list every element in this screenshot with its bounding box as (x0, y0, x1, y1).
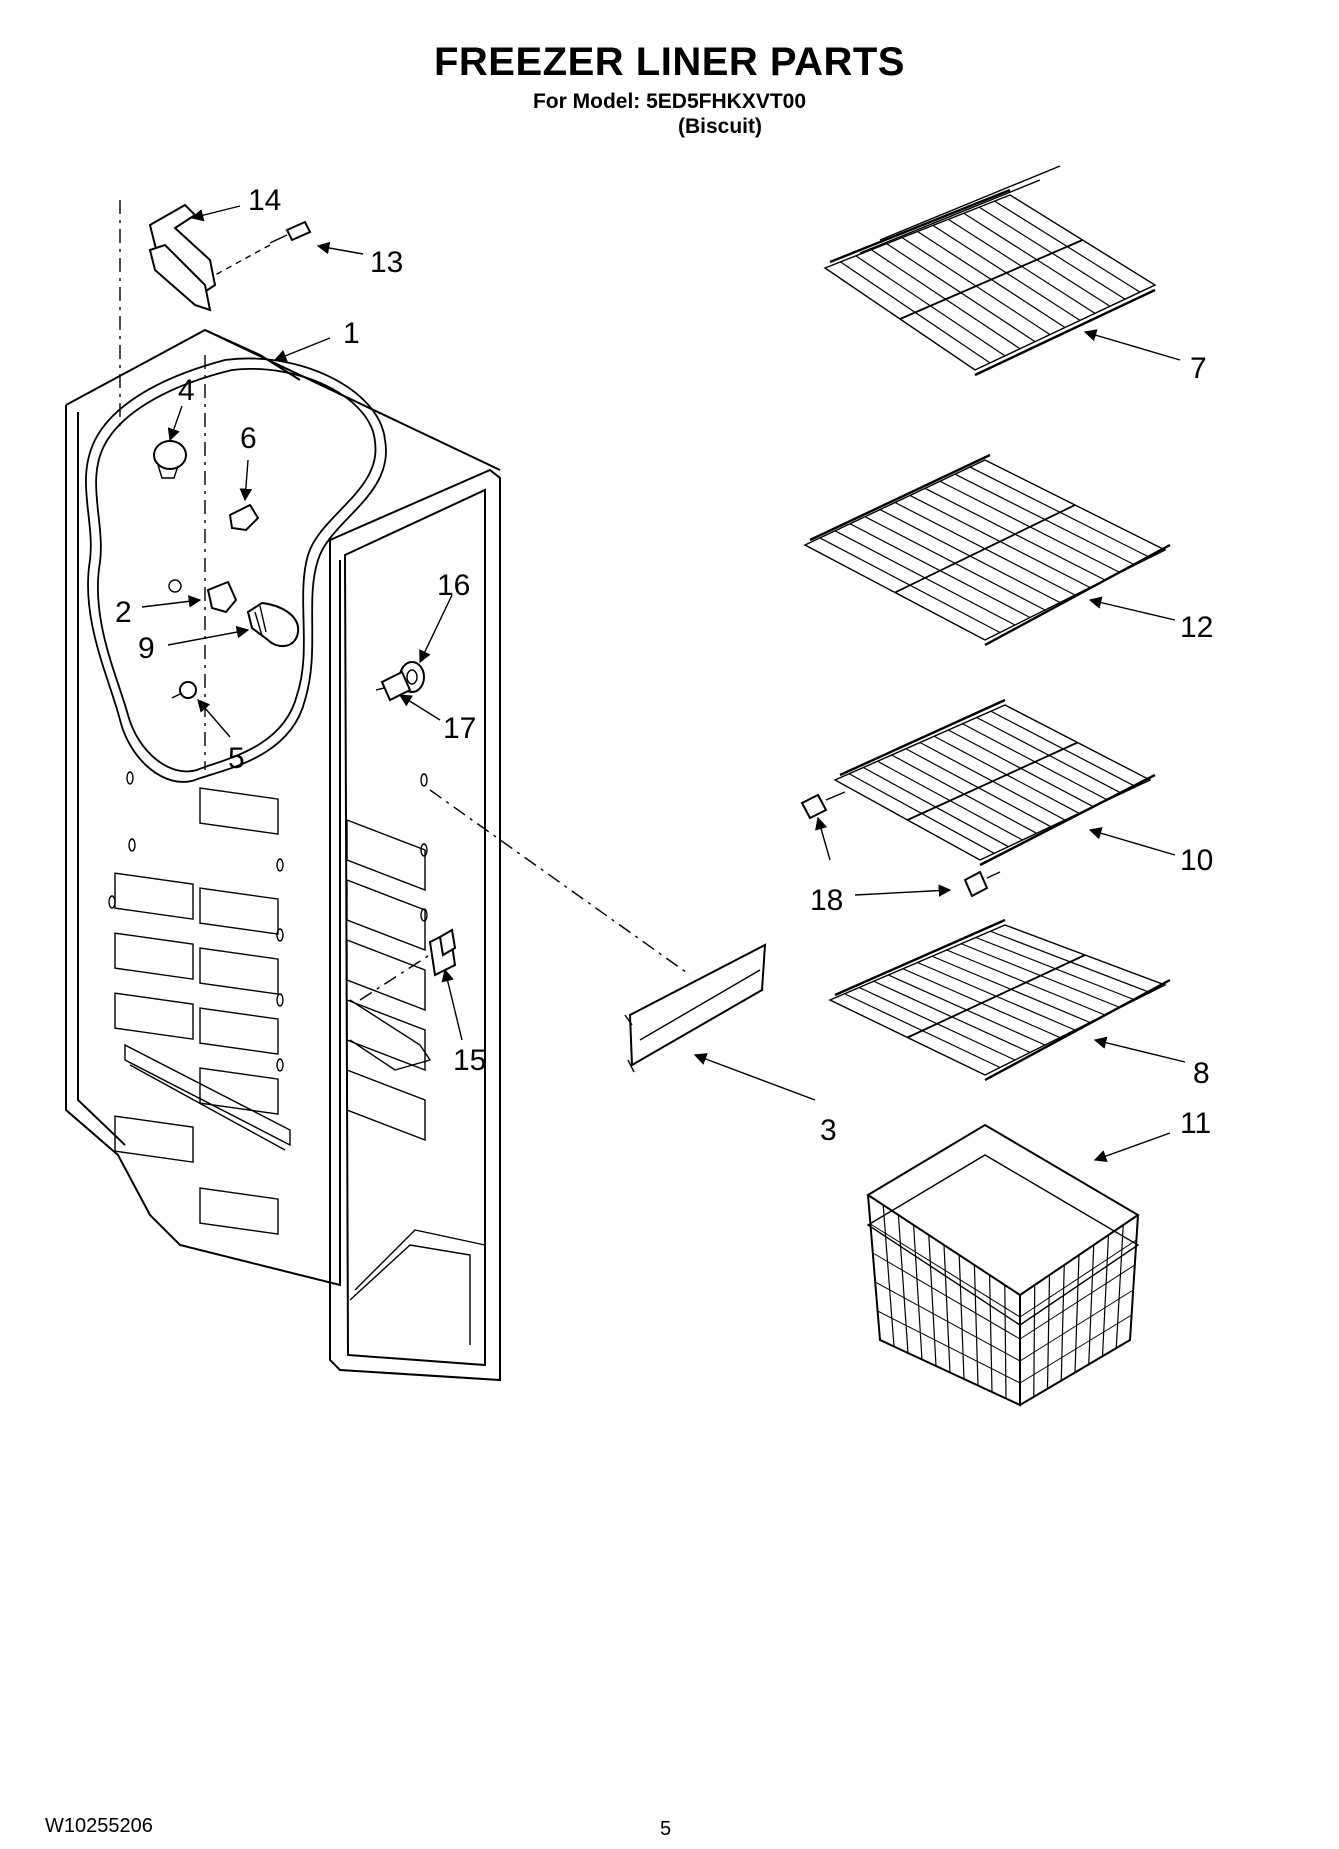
part-9-bulb (246, 601, 300, 648)
page-number: 5 (660, 1818, 672, 1840)
callout-16: 16 (437, 569, 470, 602)
callout-13: 13 (370, 246, 403, 279)
part-13-screw (214, 220, 312, 276)
part-4-grommet (153, 440, 187, 479)
shelf-12 (803, 453, 1171, 647)
leader-lines (141, 205, 1186, 1163)
part-2-socket (206, 580, 238, 614)
callout-6: 6 (240, 422, 257, 455)
model-number: For Model: 5ED5FHKXVT00 (532, 90, 807, 113)
callout-1: 1 (343, 317, 360, 350)
callout-12: 12 (1180, 611, 1213, 644)
callout-17: 17 (443, 712, 476, 745)
callout-15: 15 (453, 1044, 486, 1077)
part-3-trim-strip (624, 943, 767, 1073)
callout-2: 2 (115, 596, 132, 629)
callout-9: 9 (138, 632, 155, 665)
callout-5: 5 (228, 742, 245, 775)
shelf-10 (833, 698, 1156, 867)
document-number: W10255206 (45, 1815, 153, 1837)
callout-10: 10 (1180, 844, 1213, 877)
callout-18: 18 (810, 884, 843, 917)
callout-11: 11 (1180, 1107, 1211, 1140)
part-5-pin (171, 681, 197, 699)
part-18-shelf-stop-upper (800, 791, 846, 820)
callout-4: 4 (178, 374, 195, 407)
callout-14: 14 (248, 184, 281, 217)
part-11-basket (866, 1123, 1140, 1407)
shelf-8 (828, 918, 1171, 1082)
callout-8: 8 (1193, 1057, 1210, 1090)
freezer-liner (65, 328, 501, 1382)
part-15-switch (428, 928, 457, 977)
part-14-bracket (148, 203, 217, 312)
page-title: FREEZER LINER PARTS (433, 40, 905, 84)
shelf-7 (823, 165, 1157, 377)
part-17-thermostat (375, 670, 412, 702)
callout-3: 3 (820, 1114, 837, 1147)
callout-7: 7 (1190, 352, 1207, 385)
model-color-variant: (Biscuit) (678, 115, 762, 138)
part-18-shelf-stop-lower (963, 870, 1001, 898)
part-6-clip (228, 503, 260, 532)
